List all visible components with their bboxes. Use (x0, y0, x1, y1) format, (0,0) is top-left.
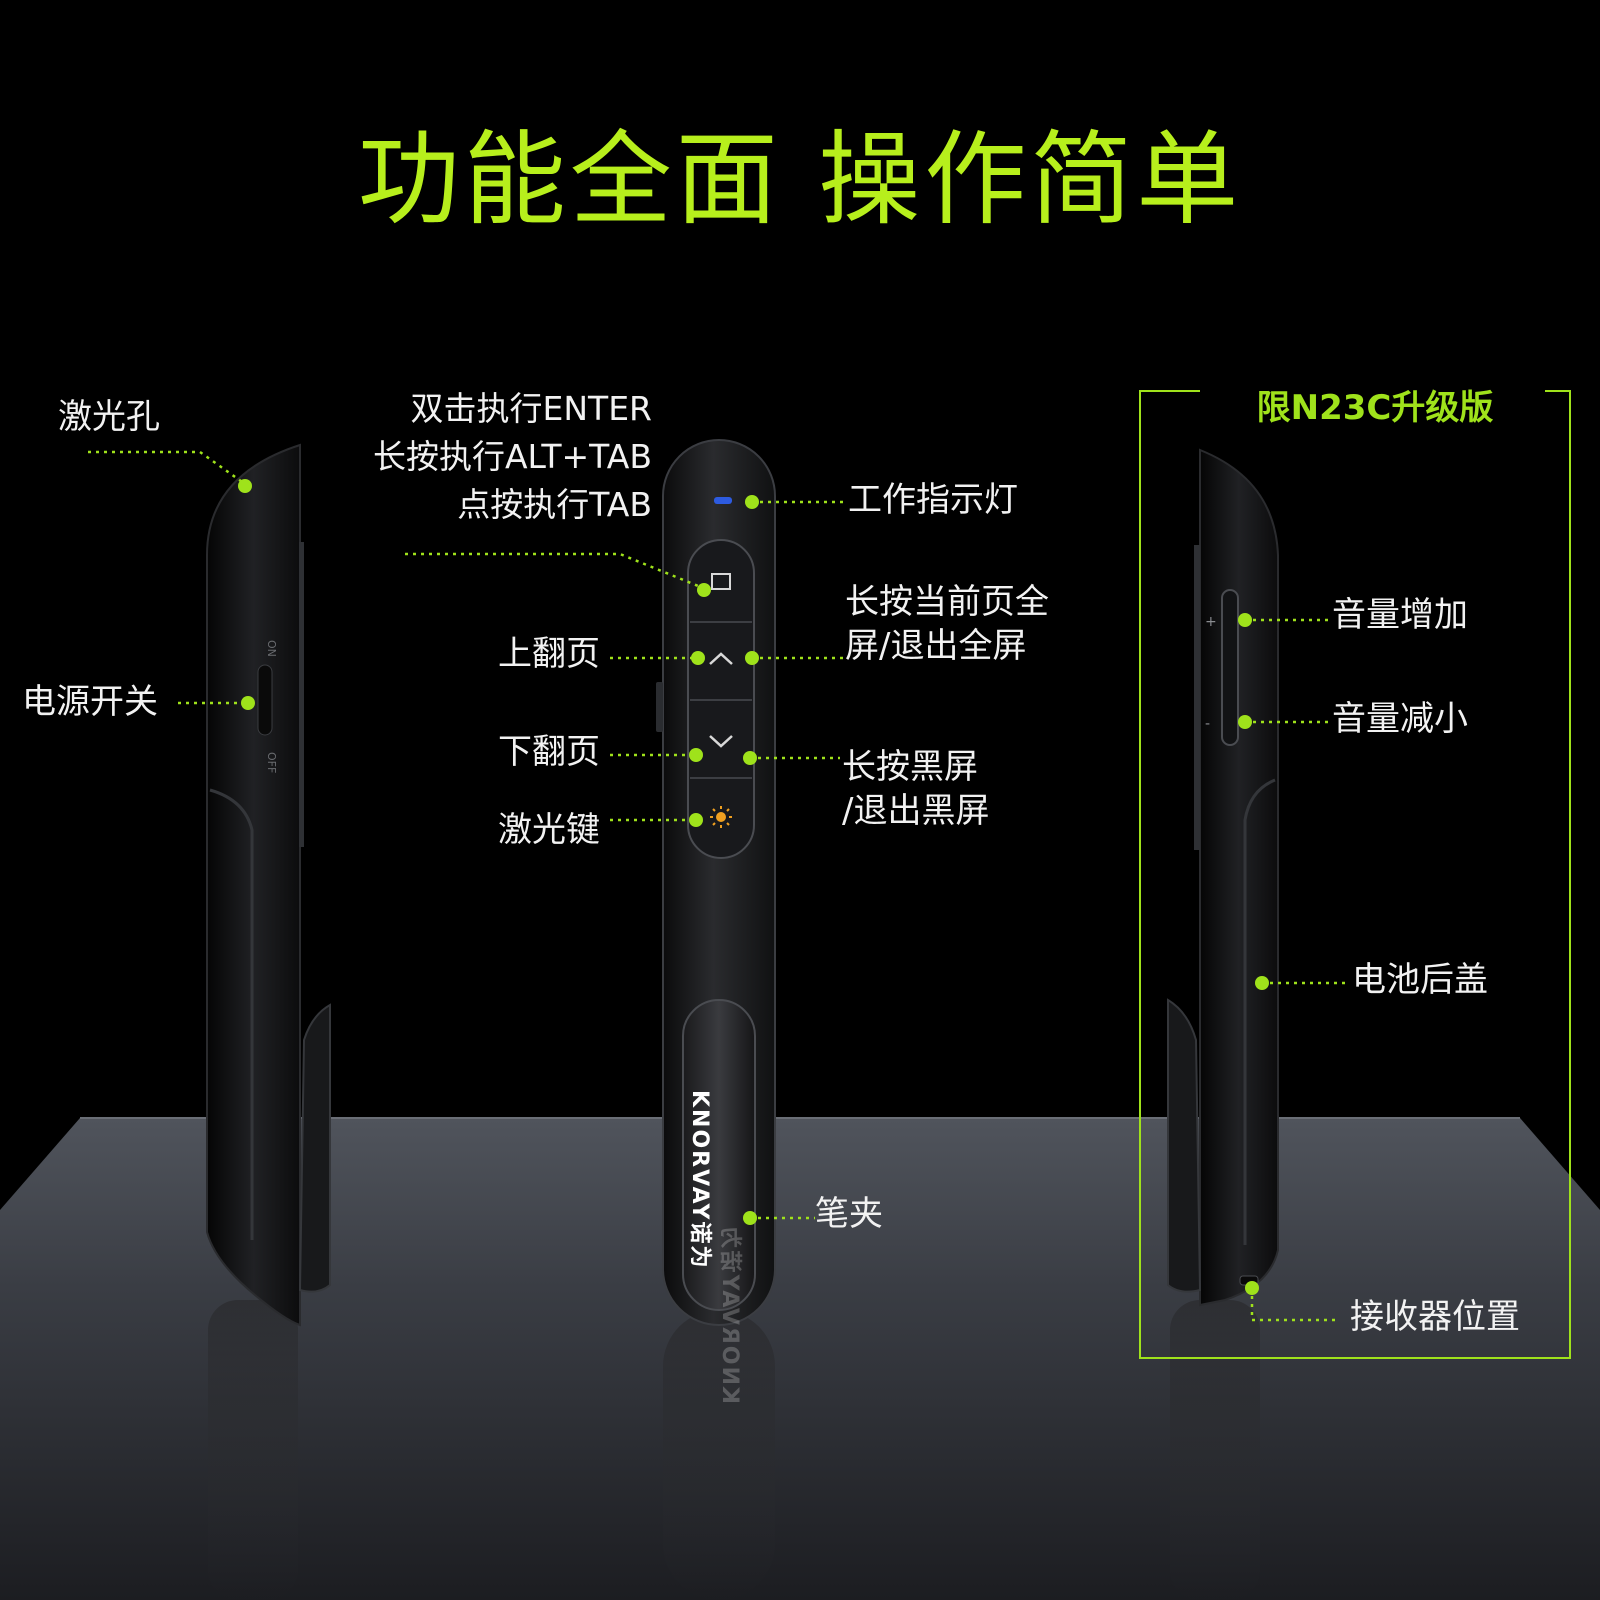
left-power-switch (257, 664, 273, 736)
leader-dots (238, 479, 1269, 1295)
brand-chinese-reflection: 诺为 (717, 1224, 742, 1273)
brand-chinese: 诺为 (687, 1221, 712, 1270)
svg-text:OFF: OFF (265, 752, 278, 773)
upgrade-badge: 限N23C升级版 (1240, 380, 1510, 429)
label-window-button-functions: 双击执行ENTER 长按执行ALT+TAB 点按执行TAB (300, 385, 652, 529)
label-laser-key: 激光键 (498, 810, 600, 850)
center-side-switch (656, 682, 663, 732)
dot-page-up (691, 651, 705, 665)
label-indicator-light: 工作指示灯 (848, 480, 1018, 520)
upgrade-bracket (1139, 390, 1571, 1359)
dot-fullscreen (745, 651, 759, 665)
pen-clip-body (682, 999, 756, 1311)
indicator-light-led (714, 497, 732, 504)
brand-logo: KNORVAY诺为 (686, 1090, 718, 1270)
label-receiver-position: 接收器位置 (1350, 1297, 1520, 1337)
dot-laser-key (689, 813, 703, 827)
brand-logo-reflection: KNORVAY诺为 (716, 1224, 748, 1404)
dot-page-down (689, 748, 703, 762)
leader-receiver (1250, 1288, 1340, 1322)
label-volume-up: 音量增加 (1332, 595, 1468, 635)
label-fullscreen-line2: 屏/退出全屏 (845, 626, 1027, 667)
dot-laser-hole (238, 479, 252, 493)
leader-window-button (405, 552, 704, 590)
left-device-clip (298, 1003, 331, 1293)
right-device: + - (1167, 448, 1279, 1307)
dot-volume-up (1238, 613, 1252, 627)
volume-rocker (1221, 589, 1239, 746)
label-blackscreen-line2: /退出黑屏 (842, 791, 990, 832)
label-laser-hole: 激光孔 (58, 397, 160, 437)
svg-text:ON: ON (265, 640, 278, 657)
dot-indicator (745, 495, 759, 509)
label-volume-down: 音量减小 (1332, 699, 1468, 739)
window-icon (711, 573, 731, 590)
leader-lines (88, 450, 1350, 1322)
label-page-down: 下翻页 (498, 732, 600, 772)
label-battery-cover: 电池后盖 (1352, 960, 1488, 1000)
label-page-up: 上翻页 (498, 634, 600, 674)
dot-power-switch (241, 696, 255, 710)
center-device-reflection (663, 1310, 775, 1600)
label-blackscreen-line1: 长按黑屏 (842, 747, 978, 787)
svg-text:+: + (1205, 614, 1217, 630)
left-device-reflection (208, 1300, 298, 1600)
label-double-click-enter: 双击执行ENTER (410, 389, 652, 428)
chevron-down-icon (709, 735, 733, 748)
label-click-tab: 点按执行TAB (457, 484, 652, 524)
label-fullscreen: 长按当前页全 屏/退出全屏 (845, 580, 1049, 668)
brand-name-reflection: KNORVAY (717, 1272, 742, 1405)
right-device-reflection (1170, 1300, 1260, 1600)
dot-window-button (697, 583, 711, 597)
label-fullscreen-line1: 长按当前页全 (845, 582, 1049, 622)
dot-receiver (1245, 1281, 1259, 1295)
label-power-switch: 电源开关 (22, 682, 158, 722)
chevron-up-icon (709, 652, 733, 665)
dot-blackscreen (743, 751, 757, 765)
brand-name: KNORVAY (687, 1090, 712, 1222)
left-device: ON OFF (206, 443, 331, 1327)
dot-volume-down (1238, 715, 1252, 729)
leader-laser-hole (88, 450, 246, 486)
laser-sun-icon (710, 806, 732, 828)
left-device-side-buttons (299, 542, 304, 847)
dot-battery (1255, 976, 1269, 990)
svg-text:-: - (1205, 716, 1210, 732)
label-long-press-alt-tab: 长按执行ALT+TAB (372, 436, 652, 476)
label-pen-clip: 笔夹 (815, 1194, 883, 1234)
label-blackscreen: 长按黑屏 /退出黑屏 (842, 745, 989, 833)
page-title: 功能全面 操作简单 (357, 121, 1243, 240)
dot-pen-clip (743, 1211, 757, 1225)
right-device-clip (1167, 998, 1202, 1293)
